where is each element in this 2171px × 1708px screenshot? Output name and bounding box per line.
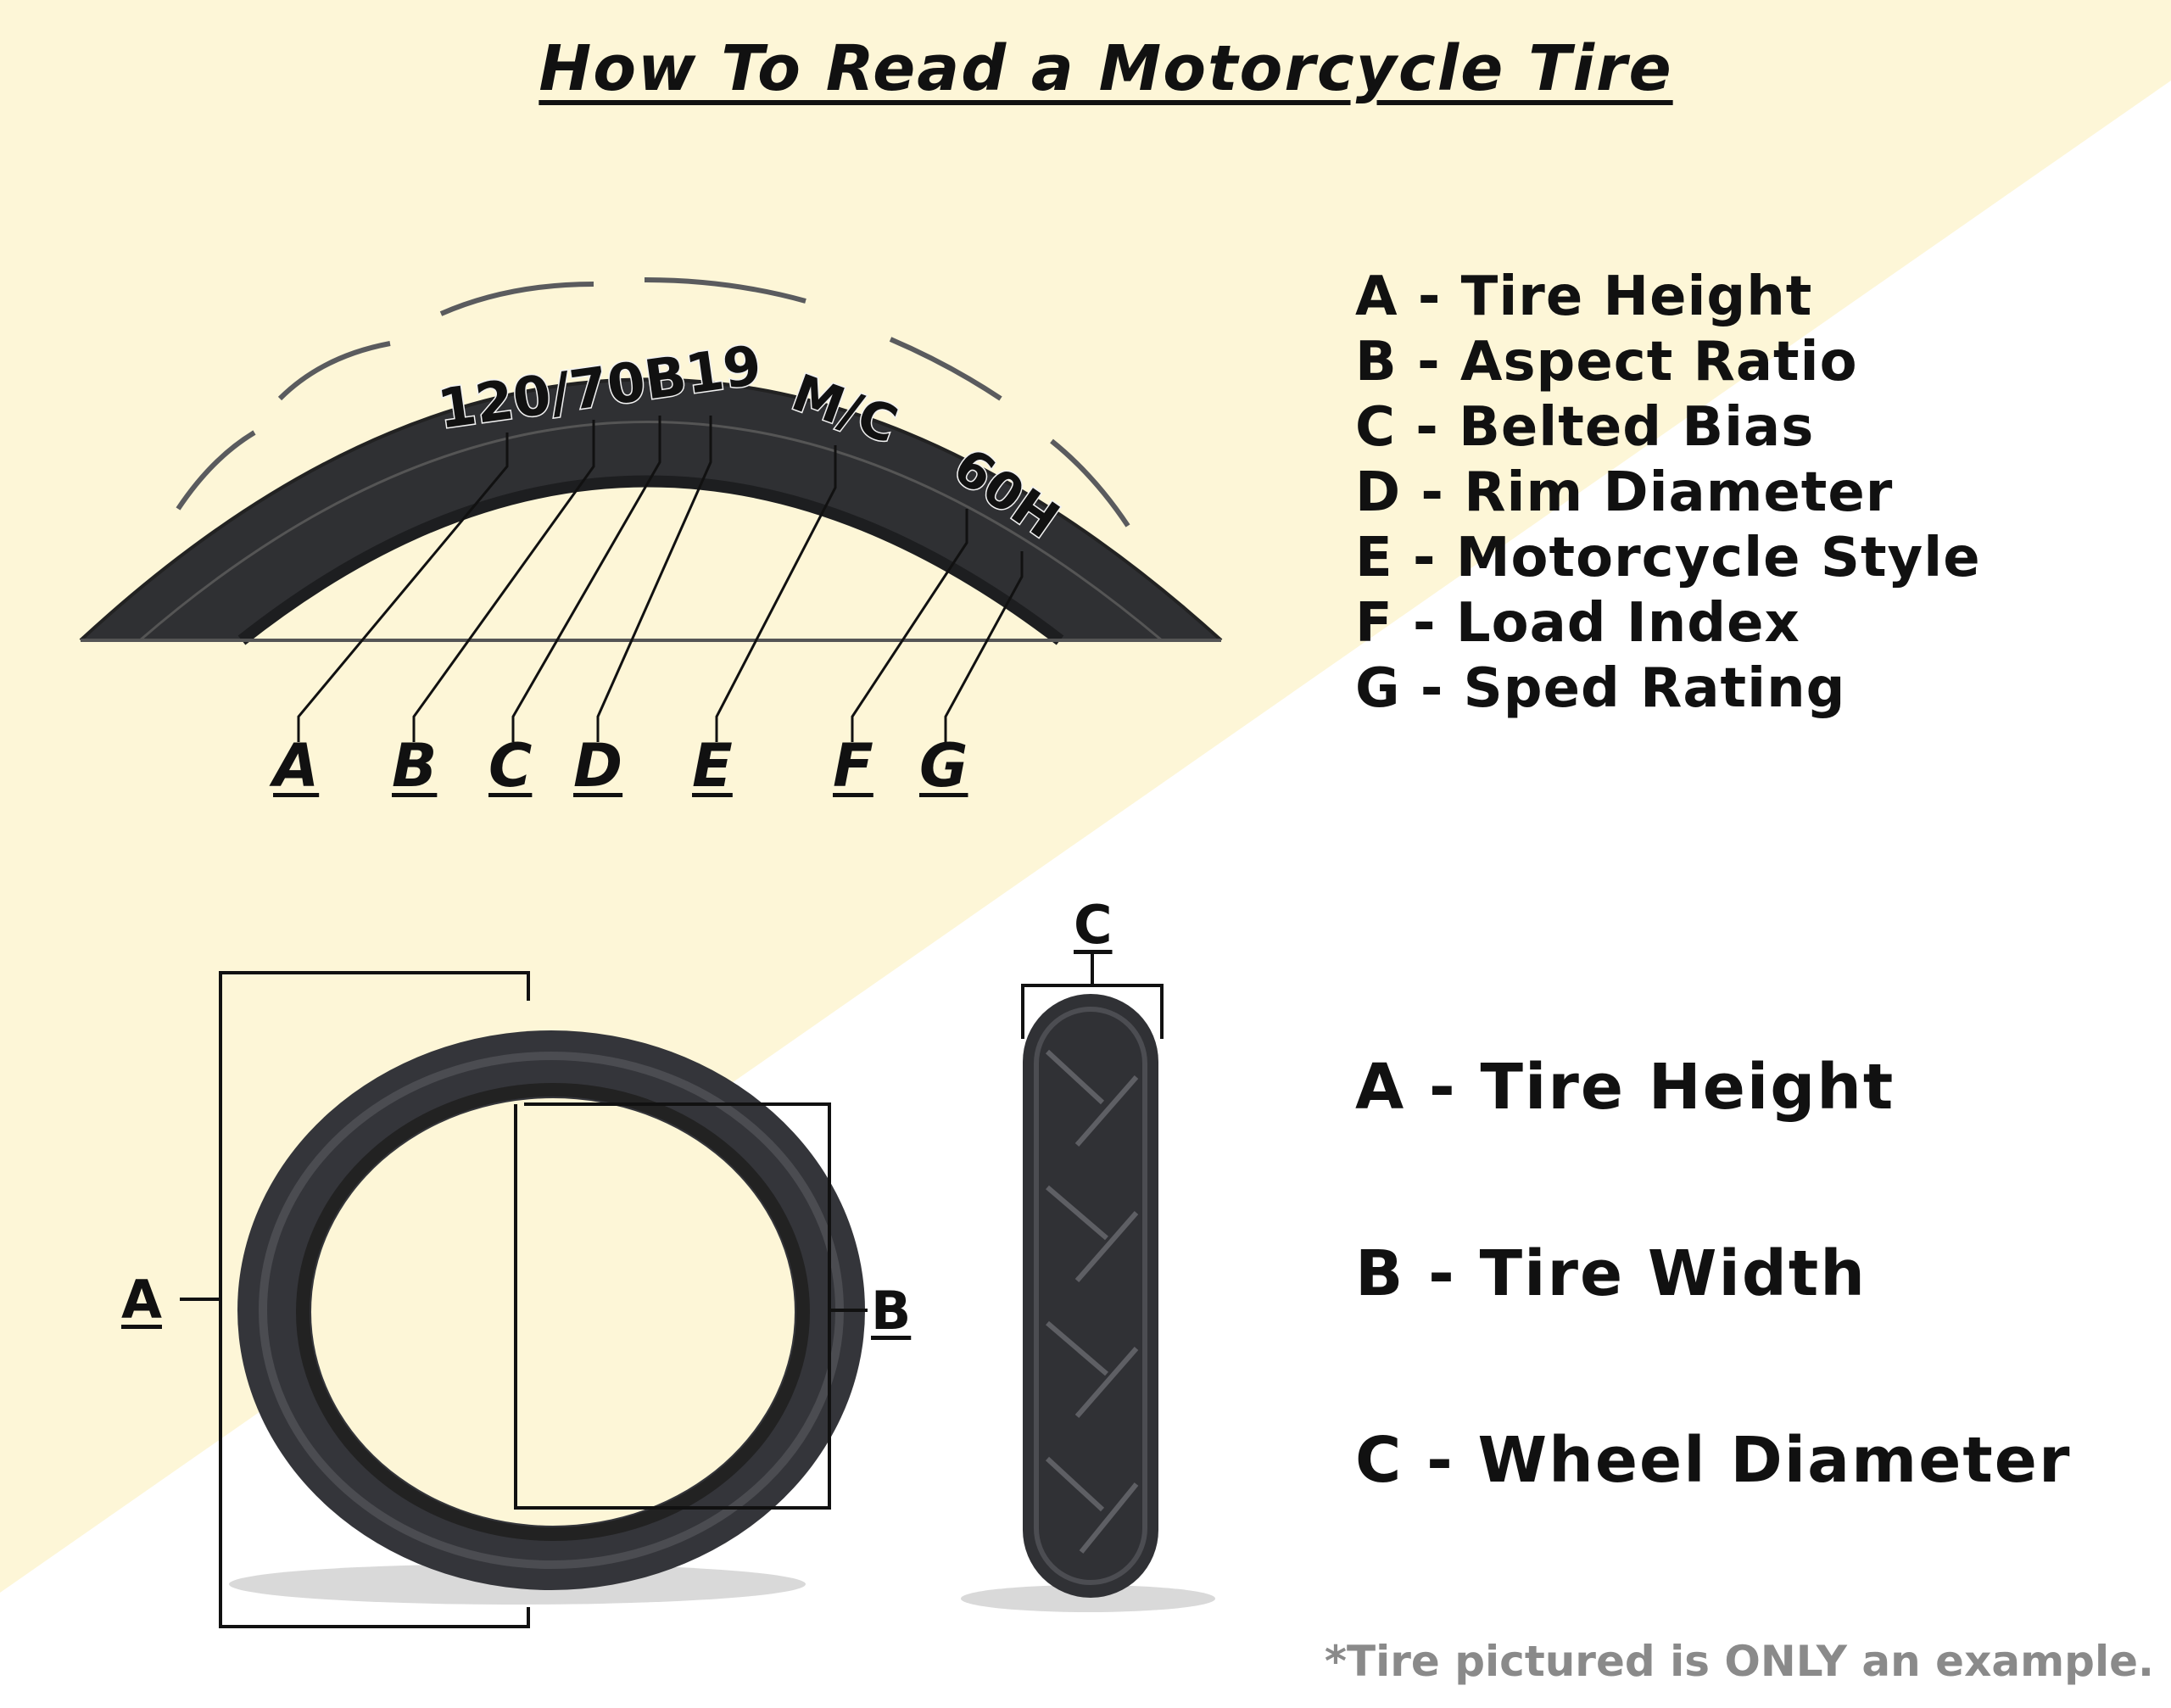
code-legend: A - Tire Height B - Aspect Ratio C - Bel…	[1355, 265, 1981, 722]
legend-item-a: A - Tire Height	[1355, 265, 1813, 328]
legend-item-c: C - Belted Bias	[1355, 396, 1815, 459]
code-label-f: F	[833, 731, 873, 801]
legend-item-f: F - Load Index	[1355, 592, 1800, 655]
leader-d	[596, 416, 712, 742]
page-title: How To Read a Motorcycle Tire	[539, 32, 1673, 105]
dimension-legend-item-b: B - Tire Width	[1355, 1237, 1867, 1310]
tread-grooves	[176, 277, 1130, 527]
legend-item-e: E - Motorcycle Style	[1355, 527, 1981, 589]
code-label-g: G	[919, 731, 968, 801]
dimension-label-a: A	[121, 1269, 162, 1331]
code-label-a: A	[273, 731, 320, 801]
code-label-b: B	[392, 731, 438, 801]
legend-item-g: G - Sped Rating	[1355, 657, 1846, 720]
dimension-label-c: C	[1074, 894, 1113, 956]
legend-item-b: B - Aspect Ratio	[1355, 331, 1858, 394]
sidewall-diagram: 120/70B19 M/C 60H	[79, 277, 1223, 742]
leader-a	[297, 433, 509, 742]
dimension-legend: A - Tire Height B - Tire Width C - Wheel…	[1355, 1056, 2071, 1616]
dimension-label-b: B	[871, 1280, 912, 1342]
footnote: *Tire pictured is ONLY an example.	[1324, 1637, 2154, 1686]
tire-arc	[79, 277, 1223, 645]
leader-lines	[297, 416, 1024, 742]
dimension-legend-item-a: A - Tire Height	[1355, 1051, 1895, 1124]
code-label-e: E	[692, 731, 733, 801]
side-tire-shadow	[961, 1585, 1215, 1612]
leader-f	[851, 509, 968, 742]
leader-b	[412, 420, 595, 742]
leader-e	[715, 445, 837, 742]
dimension-legend-item-c: C - Wheel Diameter	[1355, 1424, 2072, 1497]
code-label-d: D	[573, 731, 623, 801]
code-label-c: C	[488, 731, 533, 801]
leader-g	[944, 551, 1024, 742]
side-view-tire	[1023, 994, 1158, 1598]
dimension-diagram	[180, 950, 1215, 1628]
leader-c	[511, 416, 661, 742]
bracket-b	[514, 1102, 831, 1510]
legend-item-d: D - Rim Diameter	[1355, 461, 1894, 524]
